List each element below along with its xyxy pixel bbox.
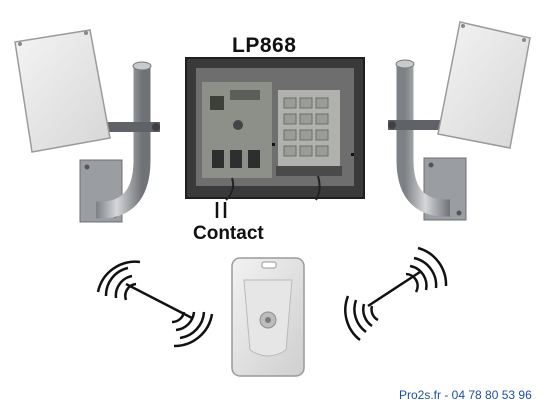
radio-waves-icon-right (344, 246, 448, 341)
footer-contact-text: Pro2s.fr - 04 78 80 53 96 (399, 388, 532, 402)
left-antenna-icon (14, 29, 160, 223)
radio-waves-icon-left (96, 260, 214, 348)
right-antenna-icon (388, 21, 531, 221)
receiver-board-icon (185, 57, 365, 218)
product-title: LP868 (232, 34, 297, 57)
card-transmitter-icon (231, 257, 305, 377)
contact-label: Contact (193, 223, 264, 244)
